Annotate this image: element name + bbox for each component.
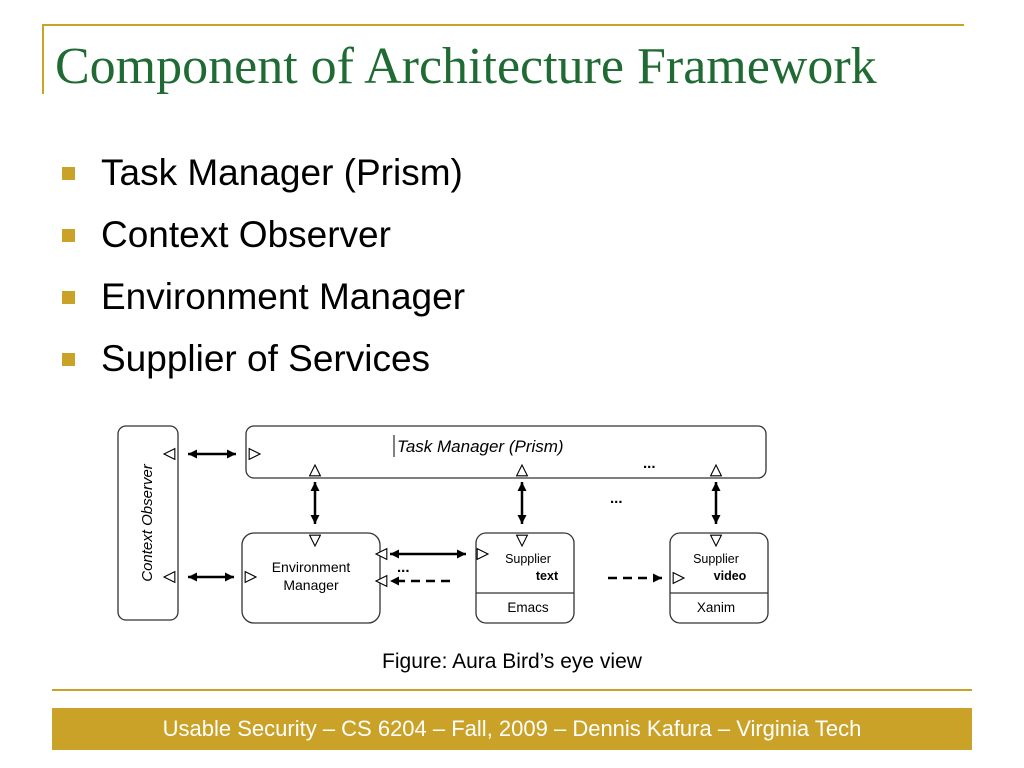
bullet-text: Context Observer [101,214,391,255]
footer-rule [52,689,972,691]
square-bullet-icon [62,228,75,242]
footer-bar: Usable Security – CS 6204 – Fall, 2009 –… [52,708,972,750]
bullet-item: Environment Manager [62,266,465,328]
supplier-text-kind: text [536,569,559,583]
environment-manager-label-line1: Environment [272,559,351,575]
architecture-diagram: Context Observer Task Manager (Prism) ..… [117,425,769,624]
ellipsis-lower: ... [397,559,410,576]
environment-manager-label-line2: Manager [283,577,339,593]
figure-caption: Figure: Aura Bird’s eye view [382,650,642,673]
supplier-video-kind: video [714,569,747,583]
bullet-text: Task Manager (Prism) [101,152,463,193]
supplier-text-box [475,532,575,624]
bullet-list: Task Manager (Prism) Context Observer En… [62,142,465,390]
supplier-video-box [669,532,769,624]
supplier-text-label: Supplier [505,552,551,566]
task-manager-label: Task Manager (Prism) [397,437,564,456]
bullet-item: Supplier of Services [62,328,465,390]
top-rule [42,24,964,26]
supplier-video-app: Xanim [697,600,735,615]
left-rule [42,24,44,94]
supplier-video-label: Supplier [693,552,739,566]
square-bullet-icon [62,290,75,304]
footer-text: Usable Security – CS 6204 – Fall, 2009 –… [162,716,862,741]
bullet-text: Supplier of Services [101,338,431,379]
task-manager-box [245,425,767,479]
square-bullet-icon [62,352,75,366]
ellipsis-middle: ... [610,490,623,507]
square-bullet-icon [62,166,75,180]
supplier-text-app: Emacs [507,600,549,615]
slide-title: Component of Architecture Framework [55,38,877,95]
ellipsis-top: ... [643,455,656,472]
bullet-item: Task Manager (Prism) [62,142,465,204]
context-observer-label: Context Observer [139,463,156,582]
bullet-text: Environment Manager [101,276,466,317]
bullet-item: Context Observer [62,204,465,266]
